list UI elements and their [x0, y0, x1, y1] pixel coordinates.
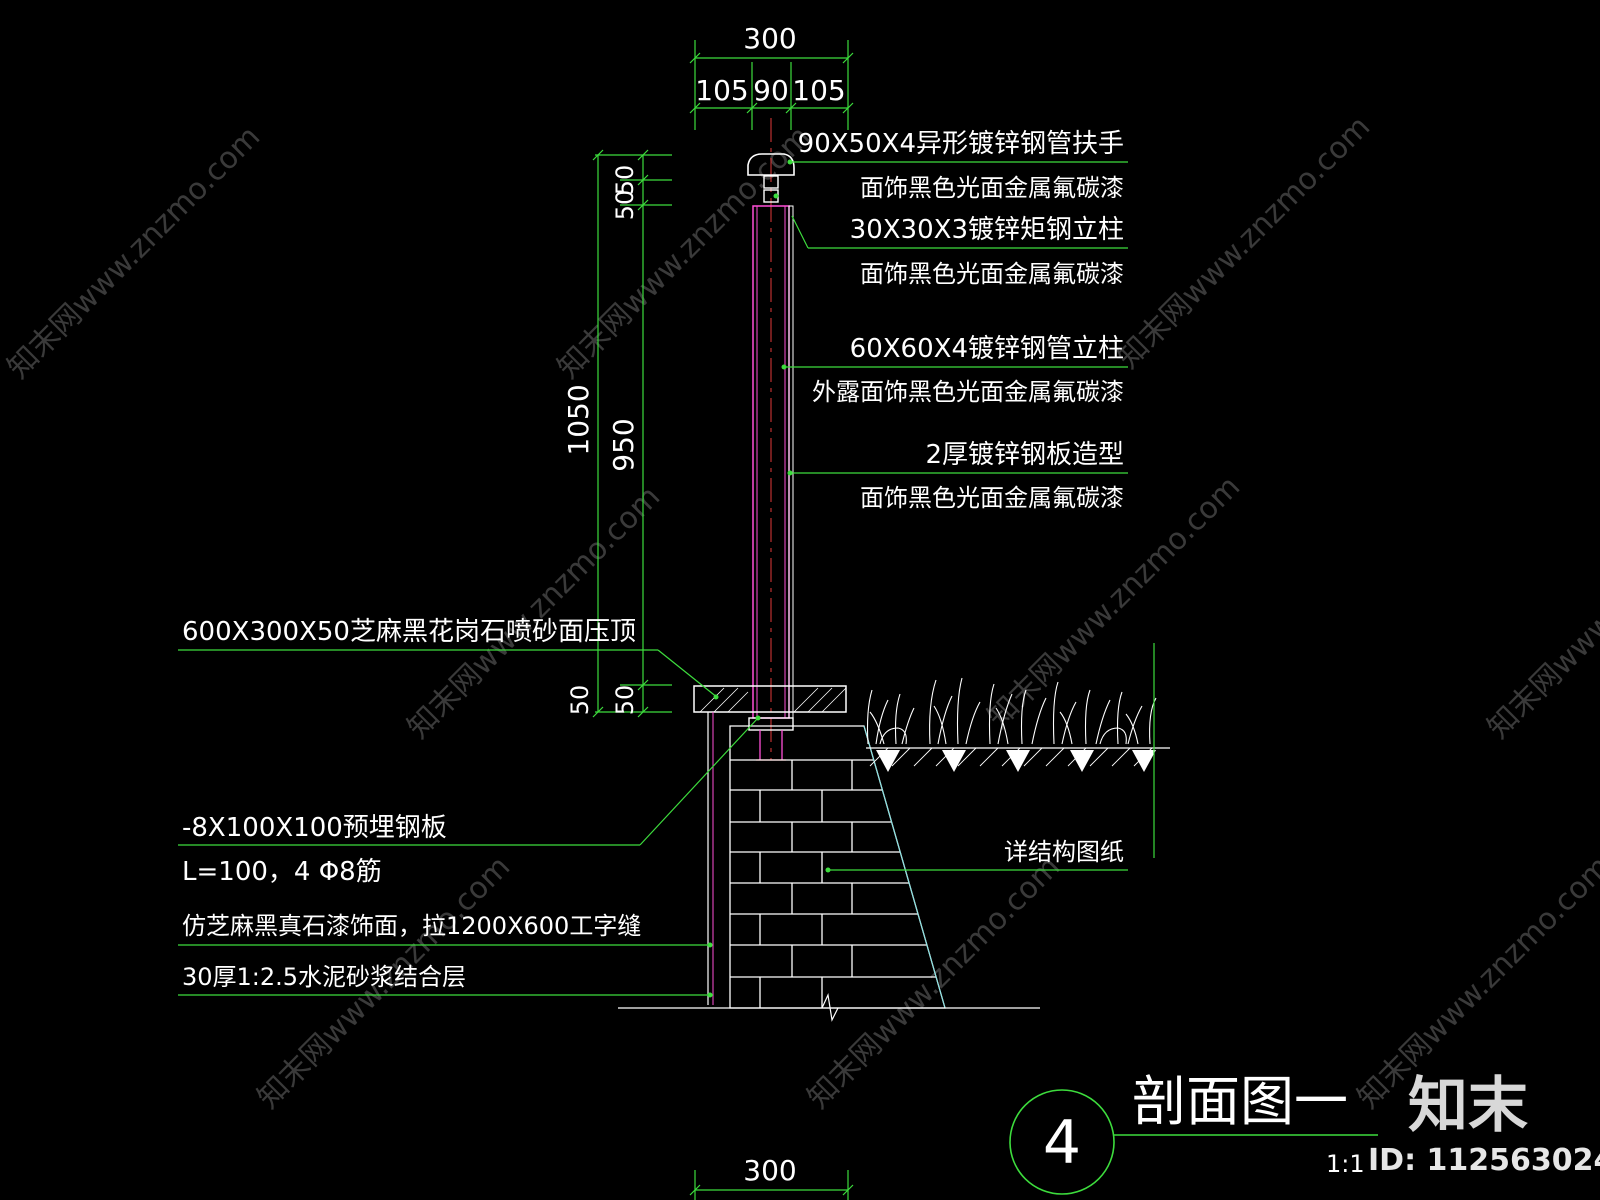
label-plate: 2厚镀锌钢板造型 — [925, 440, 1124, 470]
dimension-v-50a: 50 — [611, 165, 639, 196]
coping-stone — [693, 685, 847, 1005]
label-post-tube: 60X60X4镀锌钢管立柱 — [850, 334, 1124, 364]
dimension-v-50d: 50 — [611, 685, 639, 716]
leader-dots — [707, 159, 831, 998]
label-embed-plate: -8X100X100预埋钢板 — [182, 813, 447, 843]
watermark-1: 知末网www.znzmo.com — [1, 119, 267, 385]
dimension-v-950: 950 — [607, 418, 640, 471]
title-number: 4 — [1043, 1108, 1081, 1178]
vertical-dimension-group — [592, 149, 672, 718]
dimension-top-right: 105 — [792, 74, 845, 107]
watermark-2: 知末网www.znzmo.com — [551, 119, 817, 385]
watermark-3: 知末网www.znzmo.com — [1111, 109, 1377, 375]
dimension-v-50c: 50 — [566, 685, 594, 716]
label-mortar: 30厚1:2.5水泥砂浆结合层 — [182, 963, 466, 991]
section-scale: 1:1 — [1326, 1150, 1365, 1178]
label-coping: 600X300X50芝麻黑花岗石喷砂面压顶 — [182, 617, 636, 647]
ground — [618, 747, 1170, 1022]
bottom-dimension — [689, 1170, 854, 1200]
label-post-tube-finish: 外露面饰黑色光面金属氟碳漆 — [812, 378, 1124, 406]
title-block — [1009, 1089, 1378, 1195]
dimension-top-total: 300 — [743, 22, 796, 55]
dimension-top-mid: 90 — [753, 74, 789, 107]
label-handrail: 90X50X4异形镀锌钢管扶手 — [798, 129, 1124, 159]
section-title: 剖面图一 — [1132, 1070, 1348, 1133]
drawing-id: ID: 1125630244 — [1368, 1143, 1600, 1178]
watermark-6: 知末网www.znzmo.com — [1481, 479, 1600, 745]
dimension-top-left: 105 — [695, 74, 748, 107]
label-facing: 仿芝麻黑真石漆饰面，拉1200X600工字缝 — [182, 912, 641, 940]
label-structure: 详结构图纸 — [1004, 838, 1124, 866]
label-handrail-finish: 面饰黑色光面金属氟碳漆 — [860, 174, 1124, 202]
top-dimension-group — [689, 40, 854, 130]
watermark-8: 知末网www.znzmo.com — [801, 849, 1067, 1115]
railing-post — [747, 118, 795, 761]
brand-logo: 知末 — [1408, 1071, 1528, 1141]
label-plate-finish: 面饰黑色光面金属氟碳漆 — [860, 484, 1124, 512]
plants — [866, 677, 1157, 745]
dimension-v-50b: 50 — [611, 190, 639, 221]
label-rebar: L=100，4 Φ8筋 — [182, 857, 382, 887]
label-post-rect-finish: 面饰黑色光面金属氟碳漆 — [860, 260, 1124, 288]
leader-lines — [178, 161, 1155, 996]
dimension-v-1050: 1050 — [562, 384, 595, 455]
dimension-bottom-total: 300 — [743, 1154, 796, 1187]
label-post-rect: 30X30X3镀锌矩钢立柱 — [850, 215, 1124, 245]
retaining-wall — [729, 725, 946, 1009]
